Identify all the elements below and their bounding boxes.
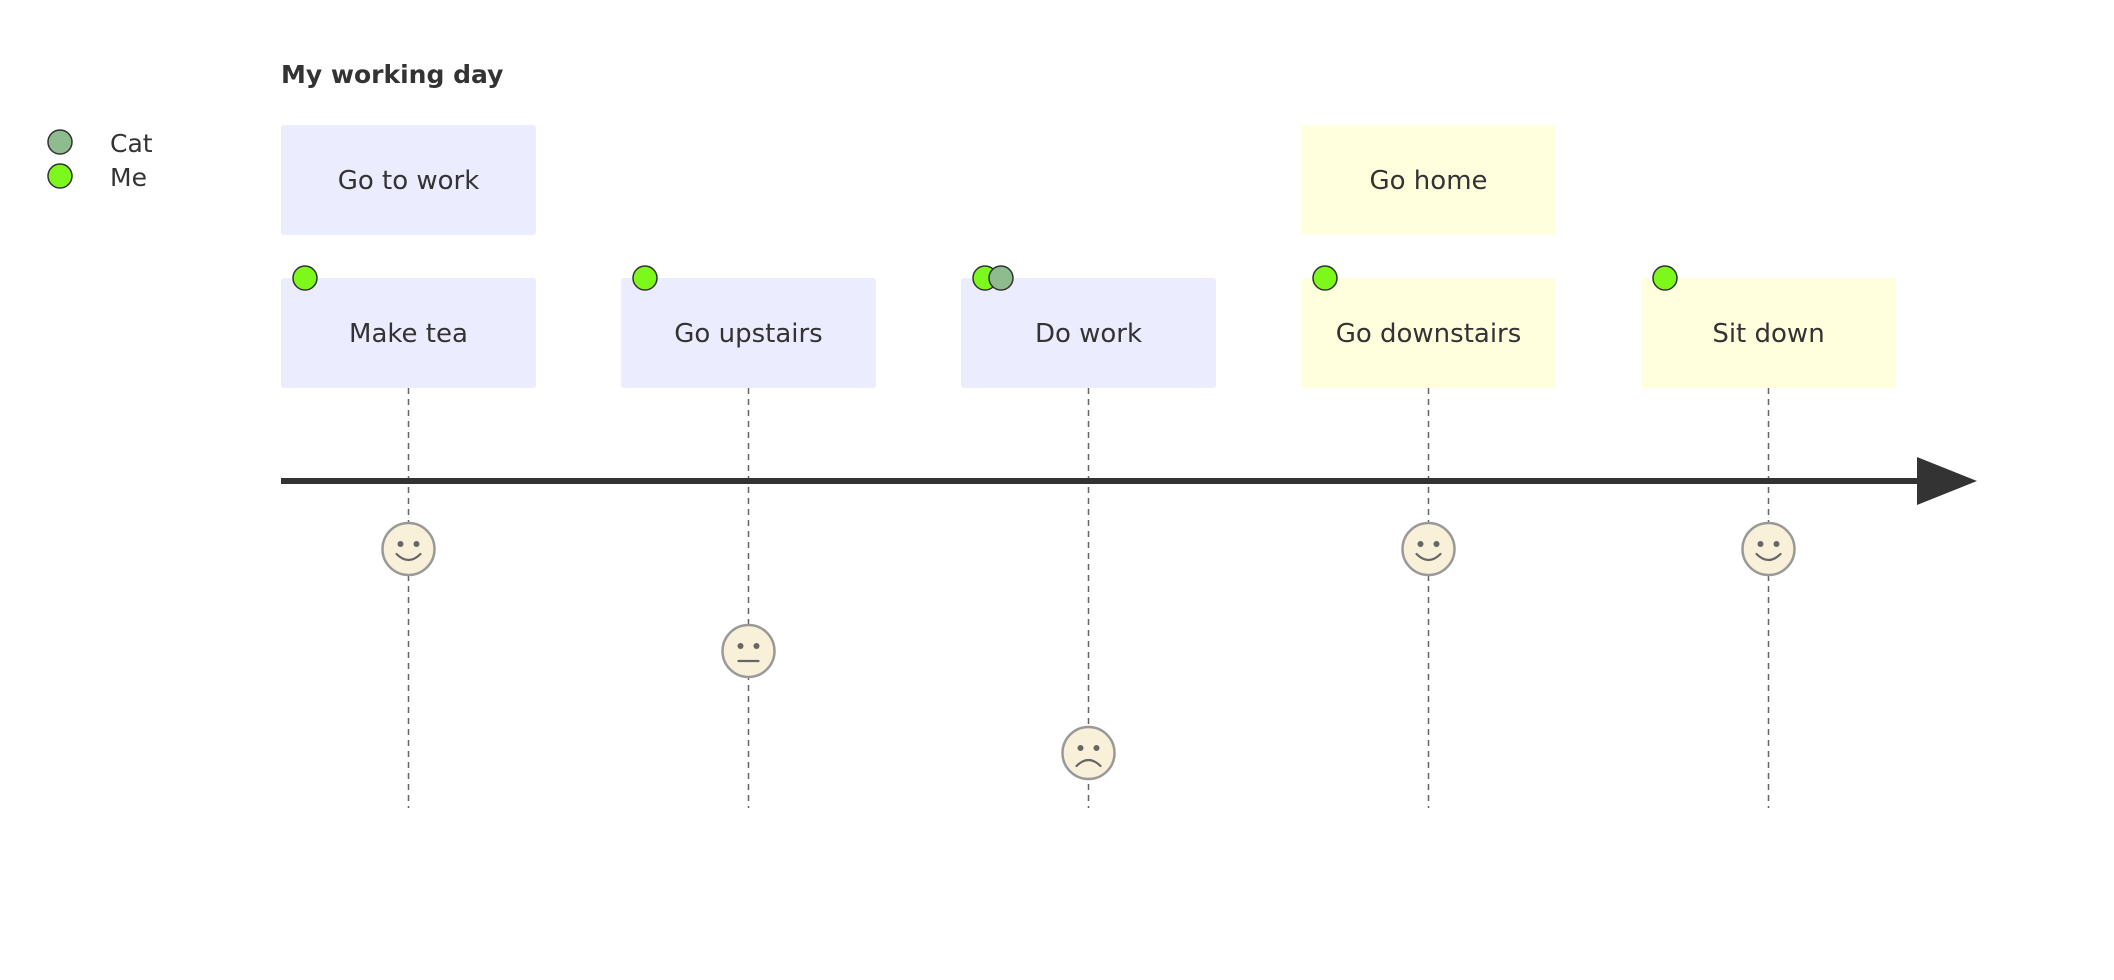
task-sit-down: Sit down — [1641, 265, 1896, 388]
legend-cat-marker — [47, 129, 73, 155]
actor-marker-me — [1652, 265, 1678, 291]
legend-me-label: Me — [110, 163, 147, 192]
task-box — [961, 278, 1216, 388]
section-label: Go to work — [338, 166, 480, 196]
task-go-upstairs: Go upstairs — [621, 265, 876, 388]
section-label: Go home — [1369, 166, 1487, 196]
happy-face-icon — [1741, 521, 1796, 577]
sad-face-icon — [1061, 725, 1116, 781]
actor-marker-me — [1312, 265, 1338, 291]
section-go-to-work: Go to work — [281, 125, 536, 235]
task-box — [1301, 278, 1556, 388]
actor-legend: Cat Me — [47, 129, 153, 192]
actor-marker-me — [292, 265, 318, 291]
neutral-face-icon — [721, 623, 776, 679]
task-label: Make tea — [349, 319, 468, 349]
diagram-title: My working day — [281, 60, 503, 89]
task-go-downstairs: Go downstairs — [1301, 265, 1556, 388]
legend-me-marker — [47, 163, 73, 189]
sections-layer: Go to work Go home — [281, 125, 1556, 235]
guide-lines-layer — [407, 388, 1770, 808]
legend-cat-label: Cat — [110, 129, 153, 158]
task-label: Sit down — [1712, 319, 1824, 349]
task-box — [621, 278, 876, 388]
section-go-home: Go home — [1301, 125, 1556, 235]
task-box — [1641, 278, 1896, 388]
task-do-work: Do work — [961, 265, 1216, 388]
happy-face-icon — [381, 521, 436, 577]
actor-marker-cat — [988, 265, 1014, 291]
score-faces-layer — [381, 521, 1796, 781]
tasks-layer: Make tea Go upstairs Do work Go downstairs S… — [281, 265, 1896, 388]
happy-face-icon — [1401, 521, 1456, 577]
task-label: Do work — [1035, 319, 1142, 349]
actor-marker-me — [632, 265, 658, 291]
task-make-tea: Make tea — [281, 265, 536, 388]
task-label: Go upstairs — [674, 319, 822, 349]
task-label: Go downstairs — [1336, 319, 1522, 349]
section-box — [1301, 125, 1556, 235]
section-box — [281, 125, 536, 235]
task-box — [281, 278, 536, 388]
